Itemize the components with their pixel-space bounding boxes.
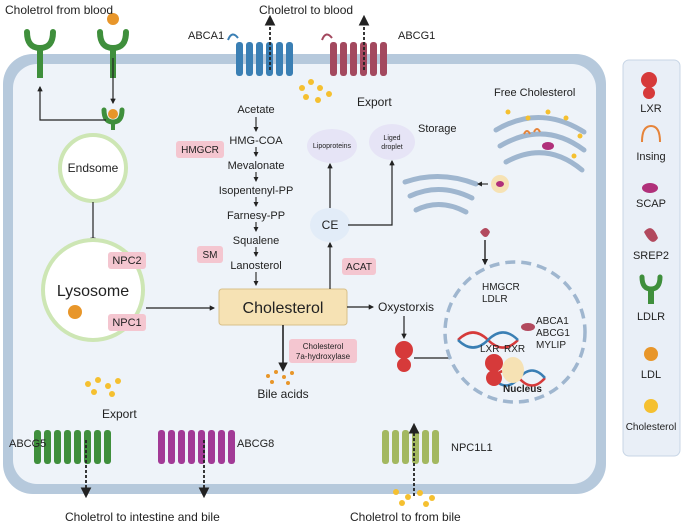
ldl-icon [644, 347, 658, 361]
blood-out-label: Choletrol to blood [259, 3, 353, 17]
abcg8-transporter [158, 430, 235, 464]
hmgcr-label: HMGCR [181, 145, 219, 156]
lipid-droplet-label-1: Liged [383, 135, 400, 142]
ldlr-recycling-arrow [37, 85, 106, 121]
legend-srep2-label: SREP2 [633, 250, 669, 262]
scap-icon [642, 183, 658, 193]
scap-er [542, 142, 554, 150]
nuclear-abcg1-label: ABCG1 [536, 328, 570, 339]
nucleus-envelope [443, 260, 587, 404]
ldlr-receptor-left [24, 29, 56, 78]
npc1-label: NPC1 [112, 317, 141, 329]
ldlr-internalized [101, 107, 125, 130]
npc2-tag [108, 252, 146, 269]
cholesterol-label: Cholesterol [243, 300, 324, 317]
legend-scap-label: SCAP [636, 198, 666, 210]
nuclear-abca1-label: ABCA1 [536, 316, 569, 327]
rxr-label: RXR [504, 344, 525, 355]
farnesy-label: Farnesy-PP [227, 210, 285, 222]
legend-panel [622, 59, 681, 457]
endosome [58, 133, 128, 203]
lysosome-ldl [68, 305, 82, 319]
legend-cholesterol-label: Cholesterol [626, 422, 677, 433]
isopentenyl-label: Isopentenyl-PP [219, 185, 294, 197]
storage-label: Storage [418, 123, 457, 135]
acetate-label: Acetate [237, 104, 274, 116]
cell-cytoplasm [13, 64, 596, 484]
nuclear-mylip-label: MYLIP [536, 340, 566, 351]
ldlr-icon [639, 274, 663, 304]
export-bottom-label: Export [102, 407, 137, 421]
free-cholesterol-label: Free Cholesterol [494, 87, 575, 99]
npc1l1-label: NPC1L1 [451, 442, 493, 454]
endosome-label: Endsome [68, 161, 119, 175]
srep2-icon [644, 228, 658, 242]
npc2-label: NPC2 [112, 255, 141, 267]
storage-arrow [348, 159, 395, 226]
hmgcoa-label: HMG-COA [229, 135, 283, 147]
export-dots-top [299, 79, 332, 103]
abcg5-label: ABCG5 [9, 438, 46, 450]
legend-lxr-label: LXR [640, 103, 661, 115]
endoplasmic-reticulum [493, 115, 587, 173]
free-cholesterol-dots [505, 109, 583, 159]
npc1-tag [108, 314, 146, 331]
cyp7a1-tag [289, 339, 357, 363]
legend-ldlr-label: LDLR [637, 311, 665, 323]
acat-tag [342, 258, 376, 275]
lipid-droplet-label-2: droplet [381, 144, 402, 151]
bile-acids-label: Bile acids [257, 387, 308, 401]
export-top-label: Export [357, 95, 392, 109]
cyp7a1-label-2: 7a-hydroxylase [296, 352, 351, 361]
blood-in-label: Choletrol from blood [5, 3, 113, 17]
srep2-cleaved [480, 228, 490, 237]
lipoproteins-node [307, 129, 357, 163]
ce-node [310, 208, 350, 242]
cholesterol-icon [644, 399, 658, 413]
lipoproteins-label: Lipoproteins [313, 143, 352, 150]
abcg1-transporter [330, 42, 387, 76]
from-bile-label: Choletrol to from bile [350, 510, 461, 524]
lxr-cytoplasm [395, 341, 413, 372]
oxystorxis-label: Oxystorxis [378, 300, 434, 314]
abca1-label: ABCA1 [188, 30, 224, 42]
ce-label: CE [322, 218, 339, 232]
legend-ldl-label: LDL [641, 369, 661, 381]
nucleus-label: Nucleus [503, 384, 542, 395]
lxr-icon [641, 72, 657, 99]
lxr-rxr-complex [485, 354, 524, 386]
abcg1-label: ABCG1 [398, 30, 435, 42]
sm-tag [197, 246, 223, 263]
hmgcr-tag [176, 141, 224, 158]
golgi-apparatus [402, 173, 479, 215]
abca1-transporter [236, 42, 293, 76]
mevalonate-label: Mevalonate [228, 160, 285, 172]
lysosome-label: Lysosome [57, 283, 129, 300]
lxr-label: LXR [480, 344, 499, 355]
legend-insing-label: Insing [636, 151, 665, 163]
intestine-label: Choletrol to intestine and bile [65, 510, 220, 524]
acat-label: ACAT [346, 262, 372, 273]
export-dots-bottom [85, 377, 121, 397]
lanosterol-label: Lanosterol [230, 260, 281, 272]
bile-dots-bottom [393, 489, 435, 507]
sm-label: SM [203, 250, 218, 261]
srep2-nuclear [521, 323, 535, 331]
abcg8-label: ABCG8 [237, 438, 274, 450]
lipid-droplet-node [369, 124, 415, 160]
nuclear-hmgcr-label: HMGCR [482, 282, 520, 293]
cyp7a1-label-1: Cholesterol [303, 342, 344, 351]
nuclear-ldlr-label: LDLR [482, 294, 508, 305]
bile-acid-dots [266, 370, 294, 385]
insing-icon [641, 124, 661, 143]
squalene-label: Squalene [233, 235, 280, 247]
